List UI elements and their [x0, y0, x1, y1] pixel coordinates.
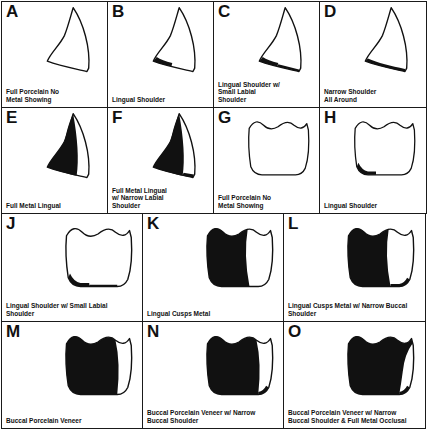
panel-letter: O	[288, 323, 301, 340]
anterior-crown	[254, 6, 306, 75]
posterior-crown	[203, 328, 275, 398]
crown-outline	[259, 8, 301, 72]
crown-panel: M Buccal Porcelain Veneer	[1, 321, 144, 429]
panel-letter: D	[324, 3, 336, 20]
crown-panel: O Buccal Porcelain Veneer w/ Narrow Bucca…	[283, 321, 426, 429]
crown-outline	[207, 337, 273, 395]
crown-outline	[365, 8, 407, 72]
crown-outline	[153, 8, 195, 72]
panel-caption: Full Porcelain No Metal Showing	[218, 194, 288, 210]
posterior-crown	[244, 114, 312, 178]
posterior-crown	[62, 328, 134, 398]
metal-coping	[348, 229, 391, 287]
crown-outline	[355, 122, 415, 175]
panel-letter: C	[218, 3, 230, 20]
crown-outline	[348, 337, 414, 395]
panel-caption: Lingual Shoulder w/ Small Labial Shoulde…	[218, 81, 280, 104]
metal-coping	[348, 337, 412, 395]
posterior-crown	[344, 328, 416, 398]
anterior-crown	[42, 6, 94, 75]
panel-letter: F	[112, 109, 122, 126]
porcelain	[66, 337, 132, 395]
panel-caption: Lingual Cusps Metal	[147, 310, 210, 318]
metal-coping	[357, 163, 376, 175]
panel-letter: G	[218, 109, 231, 126]
porcelain	[47, 8, 89, 72]
crown-outline	[348, 229, 414, 287]
panel-caption: Full Metal Lingual w/ Narrow Labial Shou…	[112, 187, 174, 210]
crown-panel: F Full Metal Lingual w/ Narrow Labial Sho…	[107, 107, 214, 214]
porcelain	[348, 229, 414, 287]
crown-outline	[66, 229, 132, 287]
panel-letter: L	[288, 215, 298, 232]
metal-coping	[207, 229, 250, 287]
crown-outline	[47, 8, 89, 72]
panel-caption: Lingual Shoulder	[324, 202, 377, 210]
porcelain	[249, 122, 309, 175]
crown-panel: K Lingual Cusps Metal	[142, 213, 285, 322]
crown-outline	[66, 337, 132, 395]
porcelain	[47, 114, 89, 178]
panel-caption: Lingual Shoulder w/ Small Labial Shoulde…	[6, 302, 126, 318]
anterior-crown	[148, 6, 200, 75]
porcelain	[365, 8, 407, 72]
panel-letter: J	[6, 215, 15, 232]
posterior-crown	[62, 220, 134, 290]
panel-caption: Lingual Cusps Metal w/ Narrow Buccal Sho…	[288, 302, 408, 318]
porcelain	[259, 8, 301, 72]
crown-outline	[207, 229, 273, 287]
crown-panel: J Lingual Shoulder w/ Small Labial Should…	[1, 213, 144, 322]
metal-coping	[391, 278, 410, 287]
anterior-crown	[148, 112, 200, 181]
panel-caption: Buccal Porcelain Veneer	[6, 417, 82, 425]
porcelain	[66, 229, 132, 287]
panel-letter: M	[6, 323, 20, 340]
crown-outline	[153, 114, 195, 178]
posterior-crown	[344, 220, 416, 290]
crown-panel: H Lingual Shoulder	[319, 107, 427, 214]
porcelain	[207, 337, 273, 395]
crown-panel: A Full Porcelain No Metal Showing	[1, 1, 108, 108]
metal-coping	[66, 337, 119, 395]
crown-panel: C Lingual Shoulder w/ Small Labial Should…	[213, 1, 320, 108]
crown-outline	[249, 122, 309, 175]
panel-caption: Buccal Porcelain Veneer w/ Narrow Buccal…	[147, 409, 267, 425]
anterior-crown	[360, 6, 412, 75]
porcelain	[153, 114, 195, 178]
porcelain	[207, 229, 273, 287]
panel-letter: H	[324, 109, 336, 126]
metal-coping	[207, 337, 260, 395]
crown-panel: N Buccal Porcelain Veneer w/ Narrow Bucca…	[142, 321, 285, 429]
posterior-crown	[350, 114, 418, 178]
crown-outline	[47, 114, 89, 178]
crown-panel: B Lingual Shoulder	[107, 1, 214, 108]
porcelain	[348, 337, 414, 395]
panel-caption: Lingual Shoulder	[112, 96, 165, 104]
panel-caption: Full Porcelain No Metal Showing	[6, 88, 68, 104]
porcelain	[355, 122, 415, 175]
panel-letter: N	[147, 323, 159, 340]
posterior-crown	[203, 220, 275, 290]
crown-panel: G Full Porcelain No Metal Showing	[213, 107, 320, 214]
crown-panel: E Full Metal Lingual	[1, 107, 108, 214]
panel-caption: Narrow Shoulder All Around	[324, 88, 386, 104]
panel-caption: Full Metal Lingual	[6, 202, 61, 210]
crown-panel: L Lingual Cusps Metal w/ Narrow Buccal Sh…	[283, 213, 426, 322]
anterior-crown	[42, 112, 94, 181]
porcelain	[153, 8, 195, 72]
panel-caption: Buccal Porcelain Veneer w/ Narrow Buccal…	[288, 409, 408, 425]
metal-coping	[68, 273, 89, 286]
panel-letter: E	[6, 109, 17, 126]
panel-letter: A	[6, 3, 18, 20]
panel-letter: K	[147, 215, 159, 232]
panel-letter: B	[112, 3, 124, 20]
crown-panel: D Narrow Shoulder All Around	[319, 1, 427, 108]
